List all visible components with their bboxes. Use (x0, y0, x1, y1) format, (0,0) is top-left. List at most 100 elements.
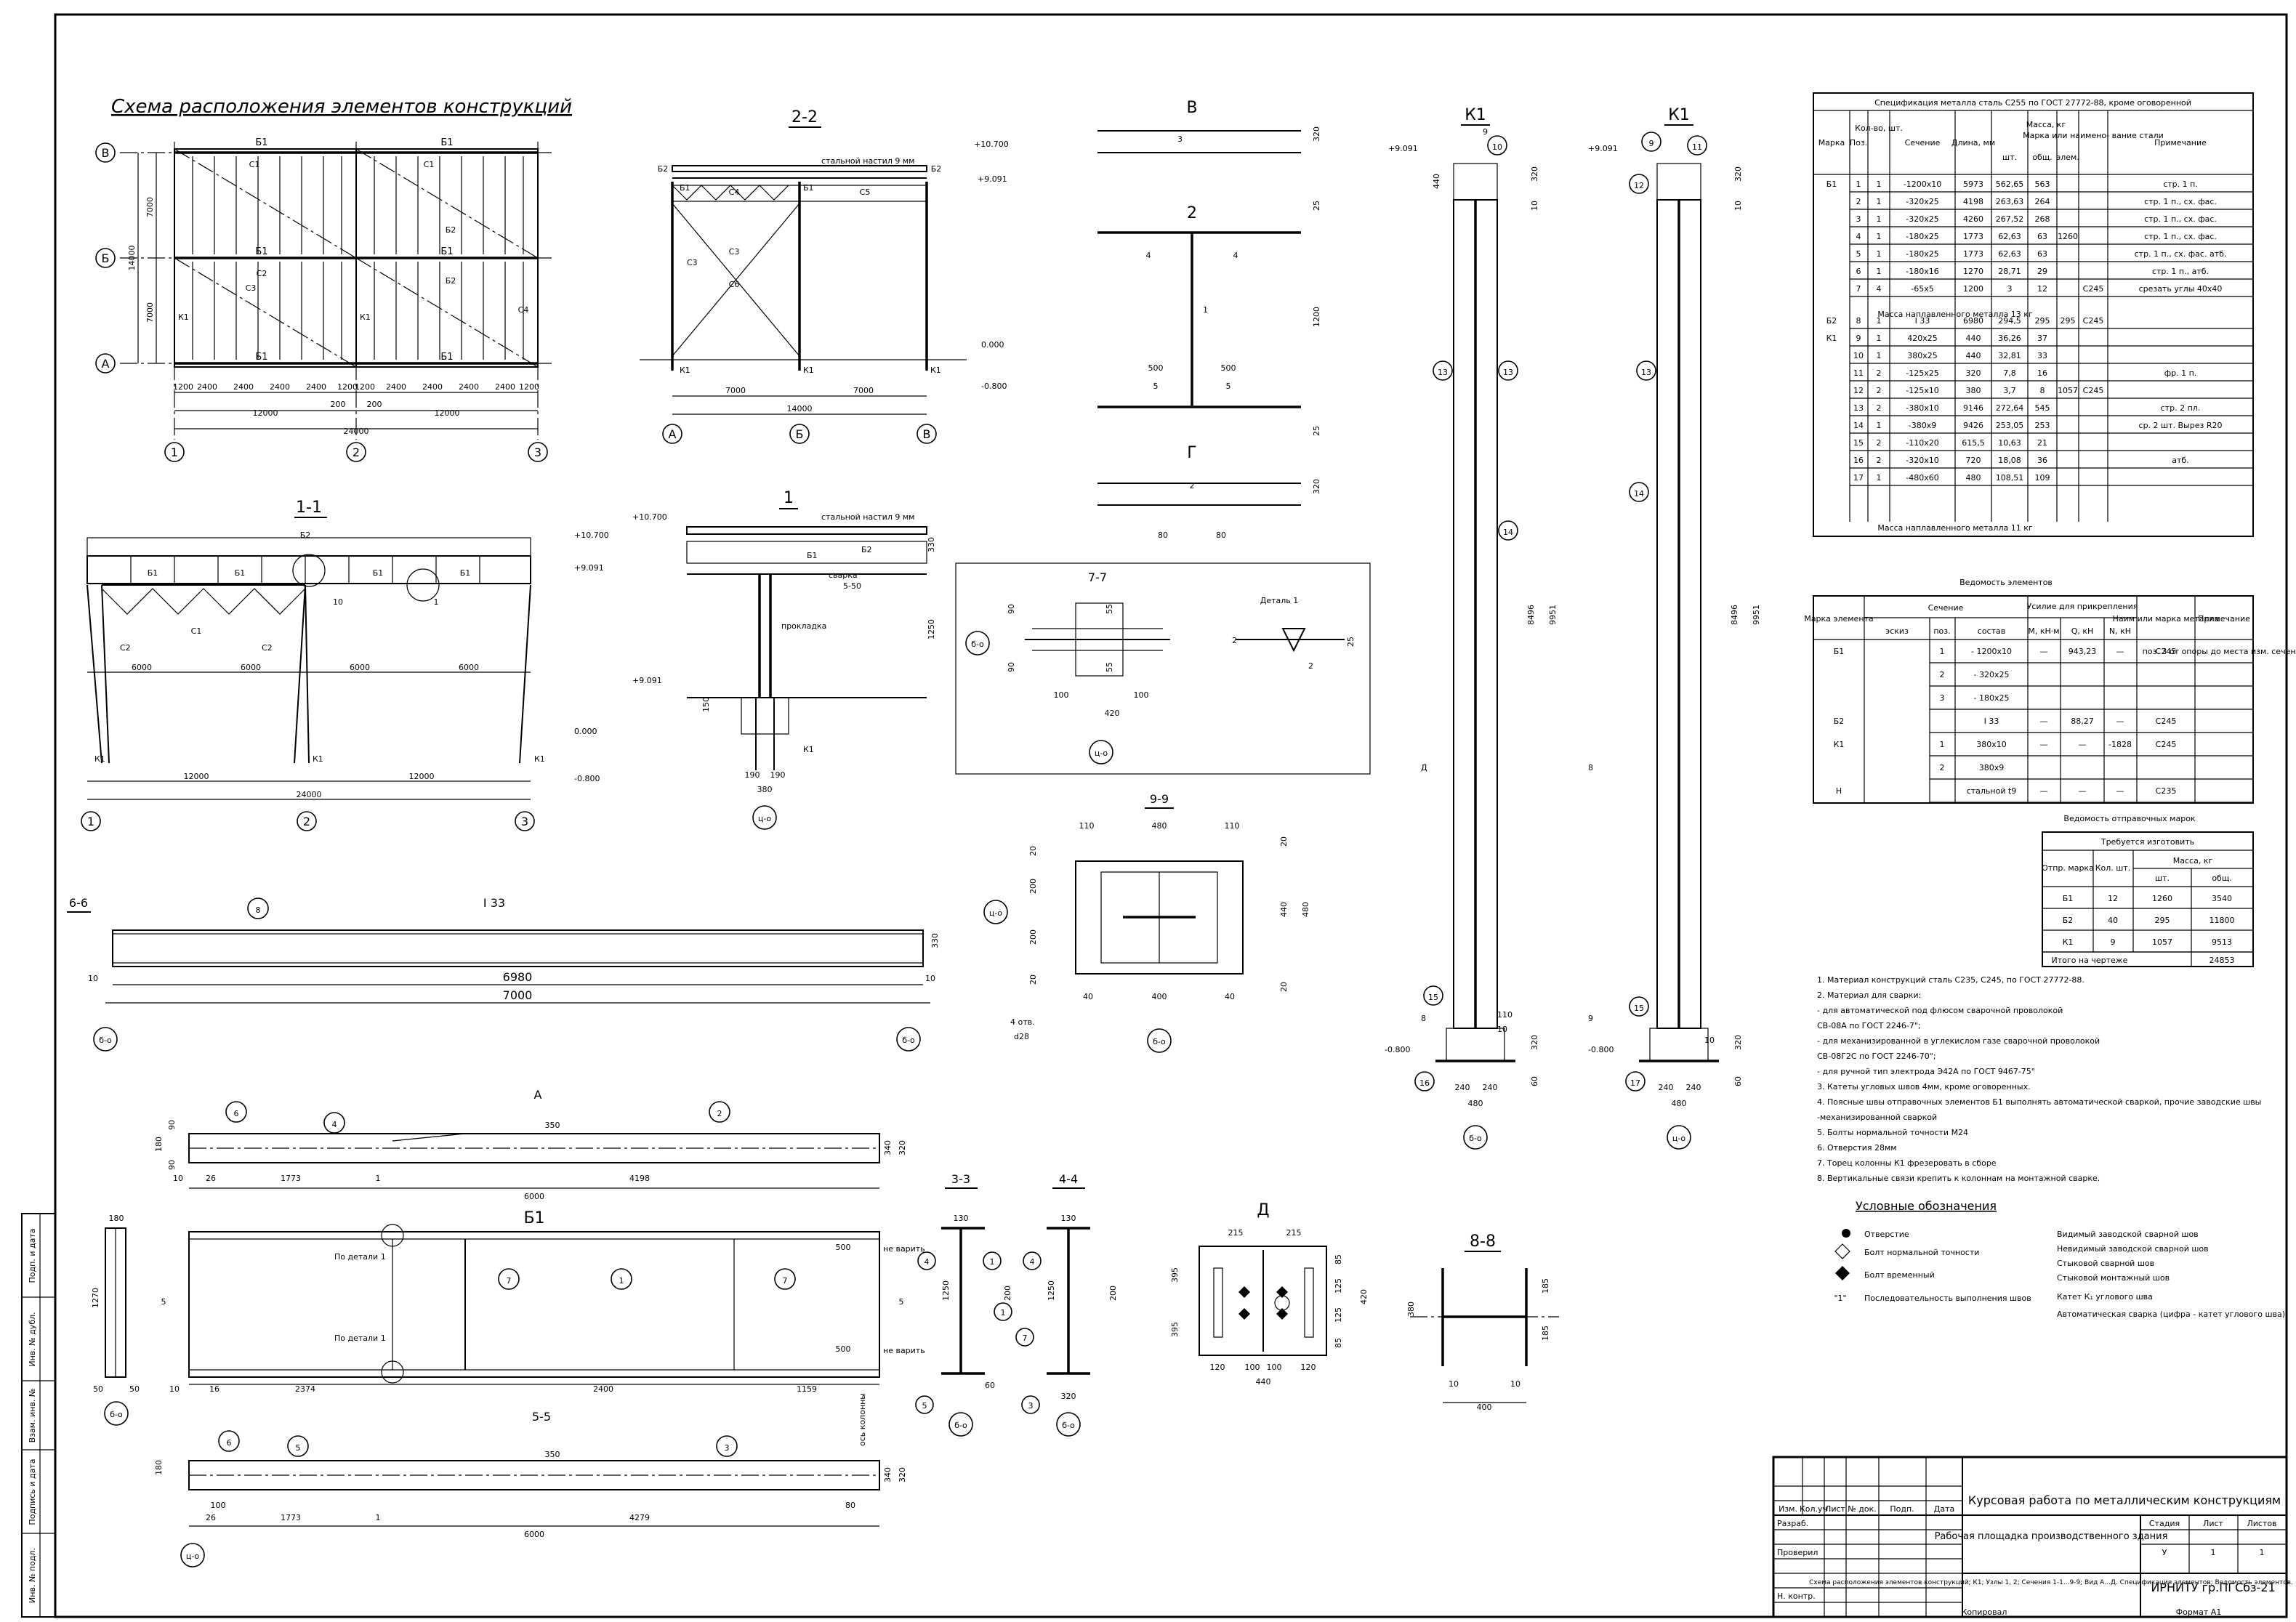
svg-text:6-6: 6-6 (69, 896, 88, 910)
svg-text:240: 240 (1483, 1083, 1498, 1092)
svg-text:У: У (2162, 1548, 2167, 1557)
svg-text:3: 3 (1028, 1401, 1034, 1411)
svg-text:2: 2 (1308, 661, 1313, 671)
svg-text:24853: 24853 (2210, 956, 2235, 965)
svg-text:12: 12 (1634, 181, 1644, 190)
svg-text:330: 330 (927, 537, 936, 552)
svg-text:200: 200 (1028, 879, 1038, 894)
svg-text:шт.: шт. (2155, 873, 2170, 883)
svg-text:3: 3 (521, 815, 528, 828)
element-cell: — (2079, 786, 2087, 796)
spec-cell: 4 (1856, 232, 1861, 241)
elements-table: Ведомость элементов Марка элемента Сечен… (1804, 578, 2296, 804)
svg-text:90: 90 (1007, 662, 1016, 672)
svg-text:А: А (102, 357, 110, 371)
svg-text:Требуется изготовить: Требуется изготовить (2100, 837, 2194, 847)
svg-text:С2: С2 (257, 269, 267, 278)
svg-text:10: 10 (925, 974, 935, 983)
spec-cell: 2 (1877, 368, 1882, 378)
section-2-2: 2-2 Б2 Б1 Б1 Б2 С4 С5 С3 С3 С6 К1 К1 К1 … (640, 108, 1009, 444)
note-line: - для автоматической под флюсом сварочно… (1817, 1006, 2063, 1015)
element-cell: К1 (1834, 740, 1845, 749)
svg-text:6000: 6000 (132, 663, 152, 672)
svg-text:Изм.: Изм. (1779, 1504, 1797, 1514)
element-cell: — (2040, 717, 2048, 726)
svg-text:185: 185 (1541, 1278, 1550, 1294)
svg-text:10: 10 (1733, 201, 1743, 211)
svg-text:12000: 12000 (253, 408, 278, 418)
svg-text:320: 320 (898, 1140, 907, 1155)
spec-cell: 1773 (1963, 232, 1983, 241)
svg-text:1-1: 1-1 (296, 499, 322, 517)
svg-text:Б1: Б1 (148, 568, 158, 578)
spec-cell: 1057 (2058, 386, 2078, 395)
svg-text:8: 8 (1421, 1014, 1426, 1023)
svg-text:2400: 2400 (459, 382, 479, 392)
svg-text:Итого на чертеже: Итого на чертеже (2052, 956, 2128, 965)
svg-text:1773: 1773 (281, 1174, 301, 1183)
svg-text:+9.091: +9.091 (574, 563, 604, 573)
svg-text:-0.800: -0.800 (1385, 1045, 1410, 1054)
svg-text:7000: 7000 (503, 988, 533, 1002)
svg-text:10: 10 (1492, 142, 1502, 152)
spec-cell: 272,64 (1996, 403, 2024, 413)
spec-cell: 2 (1877, 438, 1882, 448)
svg-text:"1": "1" (1834, 1294, 1846, 1303)
svg-text:4 отв.: 4 отв. (1010, 1017, 1035, 1027)
svg-text:100: 100 (1054, 690, 1069, 700)
svg-text:1: 1 (2260, 1548, 2265, 1557)
spec-cell: 2 (1877, 456, 1882, 465)
svg-text:2: 2 (1232, 636, 1237, 645)
svg-text:110: 110 (1225, 821, 1240, 831)
spec-cell: -320х25 (1906, 214, 1938, 224)
svg-text:2400: 2400 (233, 382, 254, 392)
svg-text:Кол. шт.: Кол. шт. (2095, 863, 2131, 873)
shipping-cell: Б2 (2063, 916, 2074, 925)
svg-text:400: 400 (1152, 992, 1167, 1001)
svg-text:9: 9 (1483, 127, 1488, 137)
svg-text:Б2: Б2 (861, 545, 872, 554)
svg-text:9: 9 (1588, 1014, 1593, 1023)
element-cell: — (2116, 786, 2124, 796)
spec-cell: 380х25 (1907, 351, 1938, 360)
element-cell: 380х10 (1976, 740, 2007, 749)
svg-text:20: 20 (1028, 975, 1038, 985)
svg-text:Рабочая площадка производствен: Рабочая площадка производственного здани… (1935, 1531, 2168, 1542)
svg-text:380: 380 (1406, 1302, 1416, 1317)
svg-text:5-50: 5-50 (843, 581, 861, 591)
section-1-1: 1-1 Б2 Б1 Б1 Б1 Б1 С1 С2 С2 К1 К1 К1 10 … (81, 499, 609, 831)
svg-text:7: 7 (507, 1276, 512, 1286)
spec-cell: стр. 1 п., сх. фас. (2144, 232, 2217, 241)
note-line: СВ-08Г2С по ГОСТ 2246-70"; (1817, 1052, 1936, 1061)
svg-text:9: 9 (1649, 139, 1654, 148)
view-d: Д 215 215 395 395 120 100 100 120 440 85… (1170, 1201, 1369, 1387)
spec-cell: Б2 (1826, 316, 1837, 326)
svg-text:1250: 1250 (1047, 1280, 1056, 1301)
svg-text:480: 480 (1468, 1099, 1483, 1108)
svg-text:Q, кН: Q, кН (2071, 626, 2094, 636)
element-cell: — (2040, 740, 2048, 749)
svg-text:2400: 2400 (593, 1384, 613, 1394)
spec-cell: стр. 2 пл. (2161, 403, 2201, 413)
svg-text:10: 10 (333, 597, 343, 607)
svg-text:поз.: поз. (1933, 626, 1950, 636)
svg-text:13: 13 (1503, 368, 1513, 377)
svg-text:7000: 7000 (145, 197, 155, 217)
svg-text:14000: 14000 (787, 404, 813, 413)
svg-text:500: 500 (1221, 363, 1236, 373)
svg-text:9951: 9951 (1548, 605, 1558, 625)
spec-cell: 1 (1877, 267, 1882, 276)
svg-text:М, кН·м: М, кН·м (2028, 626, 2059, 636)
svg-text:Подп.: Подп. (1890, 1504, 1914, 1514)
svg-text:14: 14 (1634, 489, 1644, 499)
svg-text:эскиз: эскиз (1885, 626, 1909, 636)
svg-text:+9.091: +9.091 (978, 174, 1007, 184)
note-line: 7. Торец колонны К1 фрезеровать в сборе (1817, 1158, 1997, 1168)
spec-cell: 320 (1966, 368, 1981, 378)
svg-text:90: 90 (167, 1160, 177, 1170)
note-line: СВ-08А по ГОСТ 2246-7"; (1817, 1021, 1921, 1030)
svg-text:С3: С3 (687, 258, 698, 267)
svg-text:10: 10 (88, 974, 98, 983)
spec-cell: 9426 (1963, 421, 1983, 430)
svg-text:90: 90 (167, 1120, 177, 1130)
